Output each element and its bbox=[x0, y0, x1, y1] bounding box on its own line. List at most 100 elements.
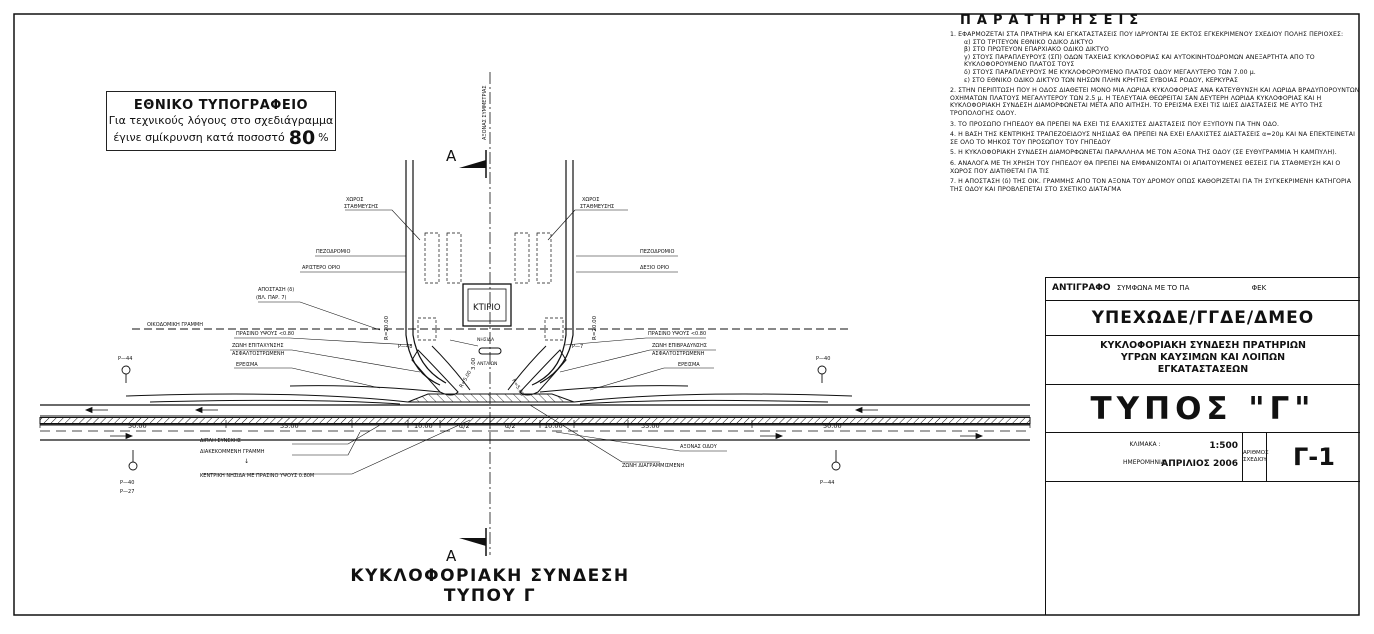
dim-10-right: 10.00 bbox=[544, 422, 563, 430]
main-title: ΚΥΚΛΟΦΟΡΙΑΚΗ ΣΥΝΔΕΣΗ ΤΥΠΟΥ Γ bbox=[320, 566, 660, 606]
leader-lines bbox=[202, 209, 727, 475]
decel-zone-label: ΖΩΝΗ ΕΠΙΒΡΑΔΥΝΣΗΣ bbox=[652, 343, 707, 349]
shoulder-label-left: ΕΡΕΙΣΜΑ bbox=[236, 362, 258, 368]
building bbox=[462, 283, 512, 327]
dimension-labels: 50.00 35.00 10.00 α/2 α/2 10.00 35.00 50… bbox=[128, 422, 842, 430]
note-1e: ε) ΣΤΟ ΕΘΝΙΚΟ ΟΔΙΚΟ ΔΙΚΤΥΟ ΤΩΝ ΝΗΣΩΝ ΠΛΗ… bbox=[964, 76, 1238, 84]
copy-text-2: ΦΕΚ bbox=[1251, 284, 1267, 292]
decel-zone-label-2: ΑΣΦΑΛΤΟΣΤΡΩΜΕΝΗ bbox=[652, 351, 705, 357]
date-label: ΗΜΕΡΟΜΗΝΙΑ: bbox=[1123, 459, 1167, 466]
type-label: ΤΥΠΟΣ "Γ" bbox=[1046, 386, 1360, 433]
dim-50-right: 50.00 bbox=[823, 422, 842, 430]
sheet-label-1: ΑΡΙΘΜΟΣ bbox=[1243, 450, 1269, 456]
stamp-percent: 80 bbox=[288, 127, 316, 149]
desc-line-1: ΚΥΚΛΟΦΟΡΙΑΚΗ ΣΥΝΔΕΣΗ ΠΡΑΤΗΡΙΩΝ bbox=[1100, 340, 1306, 351]
drawing-frame bbox=[13, 13, 1360, 616]
building-label: ΚΤΙΡΙΟ bbox=[473, 303, 501, 313]
green-label-left: ΠΡΑΣΙΝΟ ΥΨΟΥΣ <0.80 bbox=[236, 331, 294, 337]
notes-block: ΠΑΡΑΤΗΡΗΣΕΙΣ 1. ΕΦΑΡΜΟΖΕΤΑΙ ΣΤΑ ΠΡΑΤΗΡΙΑ… bbox=[950, 14, 1360, 193]
meta-left: ΚΛΙΜΑΚΑ : 1:500 ΗΜΕΡΟΜΗΝΙΑ: ΑΠΡΙΛΙΟΣ 200… bbox=[1046, 433, 1243, 481]
main-title-line-1: ΚΥΚΛΟΦΟΡΙΑΚΗ ΣΥΝΔΕΣΗ bbox=[350, 566, 630, 586]
pump-island-label: ΝΗΣΙΔΑ bbox=[477, 337, 495, 343]
dim-35-left: 35.00 bbox=[280, 422, 299, 430]
copy-text: ΣΥΜΦΩΝΑ ΜΕ ΤΟ ΠΑ bbox=[1116, 284, 1190, 292]
pump-island-label2: ΑΝΤΛΙΩΝ bbox=[477, 361, 497, 367]
sign-p48: Ρ—48 bbox=[398, 344, 412, 350]
parking-label-right: ΧΩΡΟΣ bbox=[582, 197, 599, 203]
parking-label-left: ΧΩΡΟΣ bbox=[346, 197, 363, 203]
right-limit-label: ΔΕΞΙΟ ΟΡΙΟ bbox=[640, 265, 669, 271]
note-2: 2. ΣΤΗΝ ΠΕΡΙΠΤΩΣΗ ΠΟΥ Η ΟΔΟΣ ΔΙΑΘΕΤΕΙ ΜΟ… bbox=[950, 87, 1360, 117]
sign-p27-bottom-left: Ρ—27 bbox=[120, 489, 134, 495]
distance-label: ΑΠΟΣΤΑΣΗ (δ) bbox=[258, 287, 294, 293]
hatched-zone-label: ΖΩΝΗ ΔΙΑΓΡΑΜΜΙΣΜΕΝΗ bbox=[622, 463, 684, 469]
title-block: ΑΝΤΙΓΡΑΦΟ ΣΥΜΦΩΝΑ ΜΕ ΤΟ ΠΑ ΦΕΚ ΥΠΕΧΩΔΕ/Γ… bbox=[1045, 277, 1360, 615]
sign-p44-left: Ρ—44 bbox=[118, 356, 132, 362]
dim-a2-right: α/2 bbox=[505, 422, 516, 430]
scale-row: ΚΛΙΜΑΚΑ : 1:500 bbox=[1052, 441, 1238, 451]
radius-left: R=20.00 bbox=[384, 315, 390, 340]
printing-office-stamp: ΕΘΝΙΚΟ ΤΥΠΟΓΡΑΦΕΙΟ Για τεχνικούς λόγους … bbox=[106, 91, 336, 151]
note-5: 5. Η ΚΥΚΛΟΦΟΡΙΑΚΗ ΣΥΝΔΕΣΗ ΔΙΑΜΟΡΦΩΝΕΤΑΙ … bbox=[950, 149, 1337, 157]
date-value: ΑΠΡΙΛΙΟΣ 2006 bbox=[1161, 459, 1238, 469]
note-1a: α) ΣΤΟ ΤΡΙΤΕΥΟΝ ΕΘΝΙΚΟ ΟΔΙΚΟ ΔΙΚΤΥΟ bbox=[964, 38, 1094, 46]
accel-zone-label-2: ΑΣΦΑΛΤΟΣΤΡΩΜΕΝΗ bbox=[232, 351, 285, 357]
central-median bbox=[39, 417, 1031, 424]
solid-line-label: ΔΙΠΛΗ ΣΥΝΕΧΗΣ bbox=[200, 438, 241, 444]
note-1d: δ) ΣΤΟΥΣ ΠΑΡΑΠΛΕΥΡΟΥΣ ΜΕ ΚΥΚΛΟΦΟΡΟΥΜΕΝΟ … bbox=[964, 68, 1256, 76]
section-mark-top: A bbox=[446, 147, 457, 165]
main-title-line-2: ΤΥΠΟΥ Γ bbox=[443, 586, 537, 606]
sign-p40-right: Ρ—40 bbox=[816, 356, 830, 362]
pump-island bbox=[478, 347, 502, 355]
dim-35-right: 35.00 bbox=[641, 422, 660, 430]
tapers bbox=[125, 385, 853, 405]
dim-a2-left: α/2 bbox=[459, 422, 470, 430]
road-signs bbox=[121, 365, 841, 471]
green-label-right: ΠΡΑΣΙΝΟ ΥΨΟΥΣ <0.80 bbox=[648, 331, 706, 337]
accel-zone-label: ΖΩΝΗ ΕΠΙΤΑΧΥΝΣΗΣ bbox=[232, 343, 284, 349]
sidewalk-label-right: ΠΕΖΟΔΡΟΜΙΟ bbox=[640, 249, 674, 255]
left-limit-label: ΑΡΙΣΤΕΡΟ ΟΡΙΟ bbox=[302, 265, 340, 271]
sheet-number: Γ-1 bbox=[1293, 443, 1335, 471]
organization: ΥΠΕΧΩΔΕ/ΓΓΔΕ/ΔΜΕΟ bbox=[1046, 301, 1360, 336]
radius-right: R=20.00 bbox=[592, 315, 598, 340]
dimension-line bbox=[39, 420, 1031, 428]
section-arrow-bottom bbox=[459, 538, 486, 546]
sheet-label: ΑΡΙΘΜΟΣ ΣΧΕΔΙΟΥ bbox=[1243, 433, 1269, 481]
building-line-label: ΟΙΚΟΔΟΜΙΚΗ ΓΡΑΜΜΗ bbox=[147, 322, 203, 328]
note-1c: γ) ΣΤΟΥΣ ΠΑΡΑΠΛΕΥΡΟΥΣ (ΣΠ) ΟΔΩΝ ΤΑΧΕΙΑΣ … bbox=[964, 53, 1315, 69]
central-hatched-island bbox=[407, 393, 575, 403]
stamp-title: ΕΘΝΙΚΟ ΤΥΠΟΓΡΑΦΕΙΟ bbox=[133, 98, 309, 113]
date-row: ΗΜΕΡΟΜΗΝΙΑ: ΑΠΡΙΛΙΟΣ 2006 bbox=[1052, 459, 1238, 469]
parking-label-left-2: ΣΤΑΘΜΕΥΣΗΣ bbox=[344, 204, 378, 210]
broken-line-arrow: ↓ bbox=[244, 458, 249, 465]
scale-label: ΚΛΙΜΑΚΑ : bbox=[1129, 441, 1161, 448]
scale-value: 1:500 bbox=[1209, 441, 1238, 451]
sheet-label-2: ΣΧΕΔΙΟΥ bbox=[1243, 457, 1267, 463]
dim-50-left: 50.00 bbox=[128, 422, 147, 430]
radius-small-left: R=5.00 bbox=[459, 370, 474, 389]
plot-boundaries bbox=[405, 160, 574, 386]
shoulder-label-right: ΕΡΕΙΣΜΑ bbox=[678, 362, 700, 368]
dim-10-left: 10.00 bbox=[414, 422, 433, 430]
parking-label-right-2: ΣΤΑΘΜΕΥΣΗΣ bbox=[580, 204, 614, 210]
copy-row: ΑΝΤΙΓΡΑΦΟ ΣΥΜΦΩΝΑ ΜΕ ΤΟ ΠΑ ΦΕΚ bbox=[1046, 278, 1360, 301]
sidewalk-label-left: ΠΕΖΟΔΡΟΜΙΟ bbox=[316, 249, 350, 255]
desc-line-3: ΕΓΚΑΤΑΣΤΑΣΕΩΝ bbox=[1157, 364, 1249, 375]
broken-line-label: ΔΙΑΚΕΚΟΜΜΕΝΗ ΓΡΑΜΜΗ bbox=[200, 449, 265, 455]
sign-p7: Ρ—7 bbox=[572, 344, 583, 350]
road bbox=[39, 404, 1031, 441]
stamp-percent-symbol: % bbox=[318, 131, 329, 144]
central-island-label: ΚΕΝΤΡΙΚΗ ΝΗΣΙΔΑ ΜΕ ΠΡΑΣΙΝΟ ΥΨΟΥΣ 0.80Μ bbox=[200, 473, 314, 479]
sign-p44-bottom-right: Ρ—44 bbox=[820, 480, 834, 486]
note-4: 4. Η ΒΑΣΗ ΤΗΣ ΚΕΝΤΡΙΚΗΣ ΤΡΑΠΕΖΟΕΙΔΟΥΣ ΝΗ… bbox=[950, 131, 1355, 146]
distance-label-2: (ΒΛ. ΠΑΡ. 7) bbox=[256, 295, 287, 301]
note-3: 3. ΤΟ ΠΡΟΣΩΠΟ ΓΗΠΕΔΟΥ ΘΑ ΠΡΕΠΕΙ ΝΑ ΕΧΕΙ … bbox=[950, 120, 1280, 128]
road-axis-label: ΑΞΟΝΑΣ ΟΔΟΥ bbox=[680, 444, 718, 450]
drawing-description: ΚΥΚΛΟΦΟΡΙΑΚΗ ΣΥΝΔΕΣΗ ΠΡΑΤΗΡΙΩΝ ΥΓΡΩΝ ΚΑΥ… bbox=[1046, 336, 1360, 385]
notes-title: ΠΑΡΑΤΗΡΗΣΕΙΣ bbox=[960, 13, 1145, 28]
axis-label: ΑΞΟΝΑΣ ΣΥΜΜΕΤΡΙΑΣ bbox=[482, 85, 488, 140]
dim-3m: 3.00 bbox=[471, 357, 477, 370]
